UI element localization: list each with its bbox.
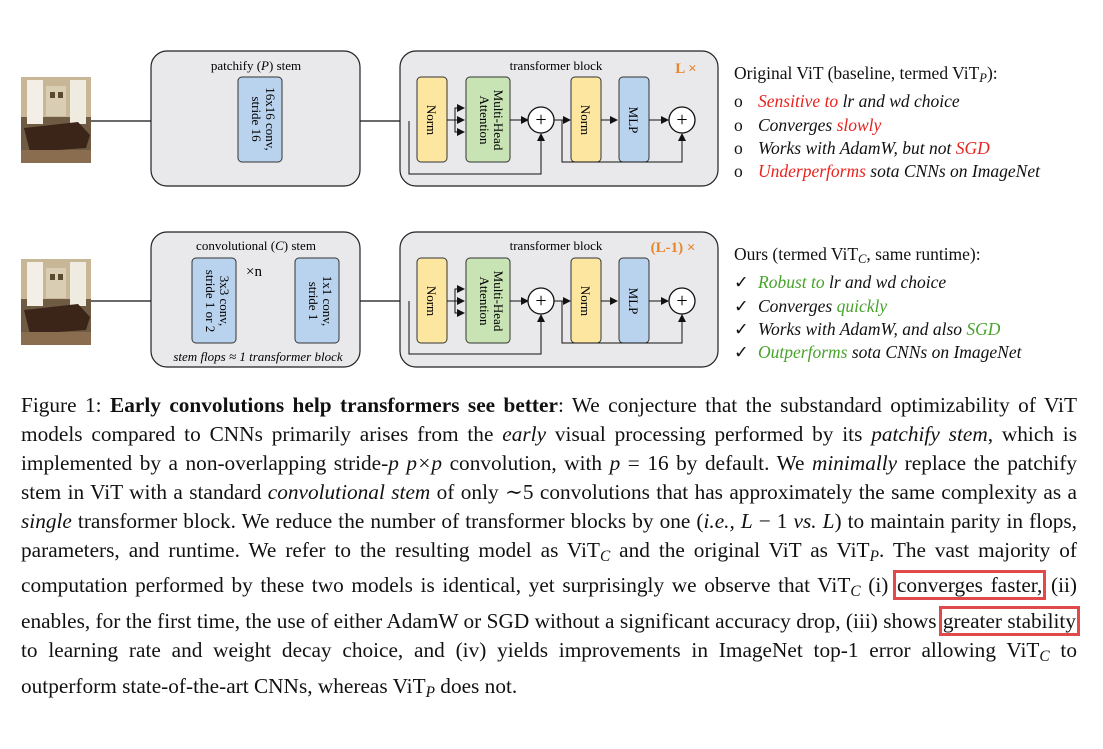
ours-item-1: ✓Robust to lr and wd choice: [734, 272, 947, 293]
mlp-label-b: MLP: [626, 288, 641, 315]
ours-item-4: ✓Outperforms sota CNNs on ImageNet: [734, 342, 1022, 363]
attention-label-b2: Attention: [477, 276, 492, 326]
attention-label-1: Multi-Head: [491, 90, 506, 151]
input-image-top: [21, 77, 91, 163]
conv1x1-line2: stride 1: [306, 282, 321, 321]
ours-list: Ours (termed ViTC, same runtime): ✓Robus…: [734, 243, 1022, 365]
conv3x3-box: [191, 257, 237, 344]
conv1x1-line1: 1x1 conv,: [320, 276, 335, 326]
transformer-block-label-top: transformer block: [510, 58, 603, 73]
times-n-label: ×n: [246, 264, 262, 280]
patchify-conv-box: [237, 76, 283, 163]
patchify-conv-line2: stride 16: [249, 96, 264, 142]
norm-label: Norm: [424, 105, 439, 135]
ours-item-3: ✓Works with AdamW, and also SGD: [734, 319, 1001, 340]
conv3x3-line1: 3x3 conv,: [217, 276, 232, 326]
architecture-diagram: patchify (P) stem 16x16 conv, stride 16 …: [21, 50, 719, 368]
figure-1: patchify (P) stem 16x16 conv, stride 16 …: [21, 50, 719, 368]
ours-heading: Ours (termed ViTC, same runtime):: [734, 244, 981, 267]
input-image-bottom: [21, 259, 91, 345]
plus-1: +: [535, 109, 546, 131]
patchify-conv-line1: 16x16 conv,: [263, 87, 278, 150]
figure-caption: Figure 1: Early convolutions help transf…: [21, 391, 1080, 707]
plus-b2: +: [676, 290, 687, 312]
conv3x3-line2: stride 1 or 2: [203, 270, 218, 332]
highlight-greater-stability: greater stability: [938, 606, 1080, 636]
ours-item-2: ✓Converges quickly: [734, 295, 888, 316]
attention-label-b1: Multi-Head: [491, 271, 506, 332]
highlight-converges-faster: converges faster,: [892, 570, 1047, 601]
caption-bold-title: Early convolutions help transformers see…: [110, 393, 558, 417]
conv1x1-box: [294, 257, 340, 344]
repeat-label-bottom: (L-1) ×: [651, 240, 696, 256]
stem-flops-note: stem flops ≈ 1 transformer block: [173, 349, 342, 364]
attention-label-2: Attention: [477, 95, 492, 145]
repeat-label-top: L ×: [675, 61, 696, 77]
conv-stem-label: convolutional (C) stem: [196, 238, 316, 253]
patchify-stem-label: patchify (P) stem: [211, 58, 301, 73]
norm-label-b2: Norm: [578, 286, 593, 316]
norm2-label: Norm: [578, 105, 593, 135]
mlp-label: MLP: [626, 107, 641, 134]
caption-paragraph: Figure 1: Early convolutions help transf…: [21, 393, 1080, 701]
plus-b1: +: [535, 290, 546, 312]
transformer-block-label-bottom: transformer block: [510, 238, 603, 253]
norm-label-b1: Norm: [424, 286, 439, 316]
baseline-heading: Original ViT (baseline, termed ViTP):: [734, 63, 998, 86]
plus-2: +: [676, 109, 687, 131]
